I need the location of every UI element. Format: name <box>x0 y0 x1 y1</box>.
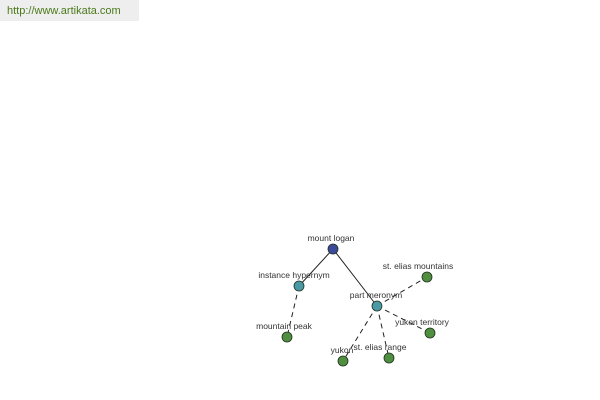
node-marker-yukon[interactable] <box>337 355 349 367</box>
node-marker-yukon_terr[interactable] <box>424 327 436 339</box>
graph-edges <box>286 248 431 362</box>
node-marker-mero[interactable] <box>371 300 383 312</box>
edge-root-to-hyp <box>298 248 334 287</box>
node-yukon_terr[interactable]: yukon territory <box>395 317 450 339</box>
node-label-mero[interactable]: part meronym <box>350 290 402 300</box>
node-mero[interactable]: part meronym <box>350 290 402 312</box>
node-label-yukon[interactable]: yukon <box>331 345 354 355</box>
node-yukon[interactable]: yukon <box>331 345 354 367</box>
node-elias_range[interactable]: st. elias range <box>354 342 407 364</box>
node-marker-hyp[interactable] <box>293 280 305 292</box>
node-hyp[interactable]: instance hypernym <box>258 270 330 292</box>
node-marker-elias_range[interactable] <box>383 352 395 364</box>
node-label-elias_mtns[interactable]: st. elias mountains <box>383 261 453 271</box>
site-url-label[interactable]: http://www.artikata.com <box>0 0 139 21</box>
edge-mero-to-yukon_terr <box>376 305 431 334</box>
node-label-yukon_terr[interactable]: yukon territory <box>395 317 450 327</box>
edge-mero-to-elias_mtns <box>376 276 428 307</box>
node-marker-peak[interactable] <box>281 331 293 343</box>
node-marker-root[interactable] <box>327 243 339 255</box>
node-label-hyp[interactable]: instance hypernym <box>258 270 329 280</box>
graph-nodes: mount logan instance hypernym part meronym… <box>256 233 453 367</box>
node-label-elias_range[interactable]: st. elias range <box>354 342 407 352</box>
edge-root-to-mero <box>332 248 378 307</box>
node-peak[interactable]: mountain peak <box>256 321 313 343</box>
node-elias_mtns[interactable]: st. elias mountains <box>383 261 453 283</box>
node-marker-elias_mtns[interactable] <box>421 271 433 283</box>
node-root[interactable]: mount logan <box>308 233 355 255</box>
node-label-peak[interactable]: mountain peak <box>256 321 313 331</box>
edge-mero-to-yukon <box>342 305 378 362</box>
node-label-root[interactable]: mount logan <box>308 233 355 243</box>
